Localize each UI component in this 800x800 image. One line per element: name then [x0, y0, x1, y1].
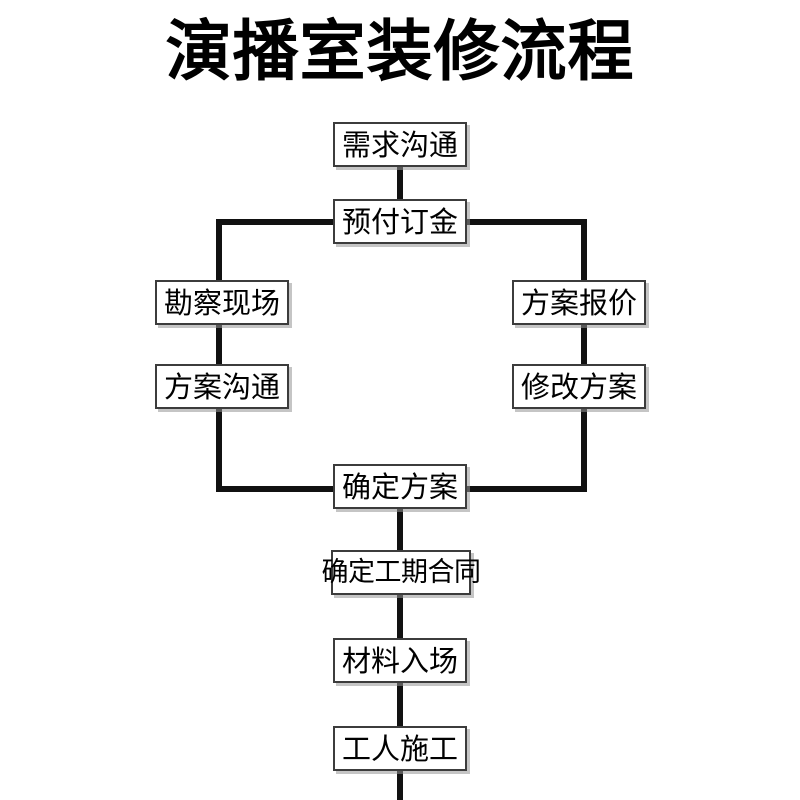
node-label: 修改方案 [520, 369, 637, 404]
connector-right-trunk [581, 219, 587, 492]
node-worker-construction[interactable]: 工人施工 [333, 726, 467, 771]
connector-n2-right-branch [455, 219, 587, 225]
node-confirm-schedule-contract[interactable]: 确定工期合同 [322, 550, 481, 595]
node-label: 预付订金 [341, 204, 458, 239]
connector-n7-n8 [397, 500, 403, 555]
node-label: 材料入场 [341, 643, 458, 678]
node-revise-plan[interactable]: 修改方案 [512, 364, 646, 409]
connector-right-branch-n7 [455, 486, 587, 492]
page-title: 演播室装修流程 [165, 13, 635, 90]
node-requirement-communication[interactable]: 需求沟通 [333, 122, 467, 167]
node-prepay-deposit[interactable]: 预付订金 [333, 199, 467, 244]
node-label: 确定工期合同 [321, 556, 482, 588]
connector-n2-left-branch [216, 219, 346, 225]
connector-n10-continues [397, 765, 403, 800]
connector-n1-n2 [397, 165, 403, 210]
node-label: 需求沟通 [341, 127, 458, 162]
node-plan-quotation[interactable]: 方案报价 [512, 280, 646, 325]
connector-n8-n9 [397, 588, 403, 643]
node-label: 方案沟通 [163, 369, 280, 404]
node-site-survey[interactable]: 勘察现场 [155, 280, 289, 325]
node-label: 确定方案 [341, 469, 458, 504]
node-materials-entry[interactable]: 材料入场 [333, 638, 467, 683]
connector-left-trunk [216, 219, 222, 492]
connector-n9-n10 [397, 676, 403, 731]
node-label: 方案报价 [520, 285, 637, 320]
connector-left-branch-n7 [216, 486, 346, 492]
node-plan-communication[interactable]: 方案沟通 [155, 364, 289, 409]
node-label: 勘察现场 [163, 285, 280, 320]
node-label: 工人施工 [341, 731, 458, 766]
node-confirm-plan[interactable]: 确定方案 [333, 464, 467, 509]
